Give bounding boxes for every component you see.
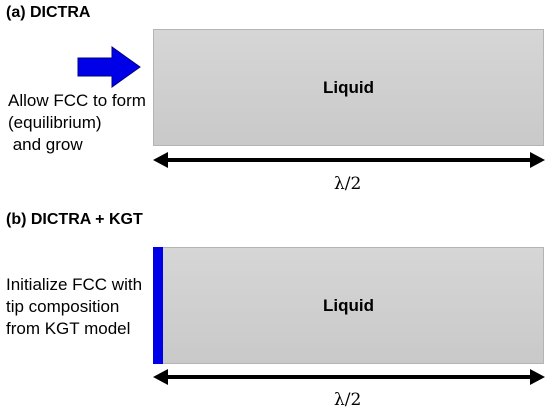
liquid-label-b: Liquid (323, 295, 374, 315)
fcc-growth-arrow (77, 46, 141, 88)
panel-b-title: (b) DICTRA + KGT (6, 211, 143, 228)
dimension-arrow-a (153, 152, 545, 168)
panel-a-title: (a) DICTRA (6, 4, 91, 21)
liquid-region-b: Liquid (153, 247, 544, 364)
panel-b-caption: Initialize FCC with tip composition from… (6, 275, 143, 338)
panel-a-caption: Allow FCC to form (equilibrium) and grow (8, 91, 146, 154)
half-lambda-label-b: λ/2 (334, 390, 362, 410)
fcc-initial-layer (153, 247, 163, 364)
half-lambda-label-a: λ/2 (334, 174, 362, 194)
dimension-arrow-b (153, 369, 545, 385)
liquid-label-a: Liquid (323, 77, 374, 97)
liquid-region-a: Liquid (153, 29, 544, 146)
